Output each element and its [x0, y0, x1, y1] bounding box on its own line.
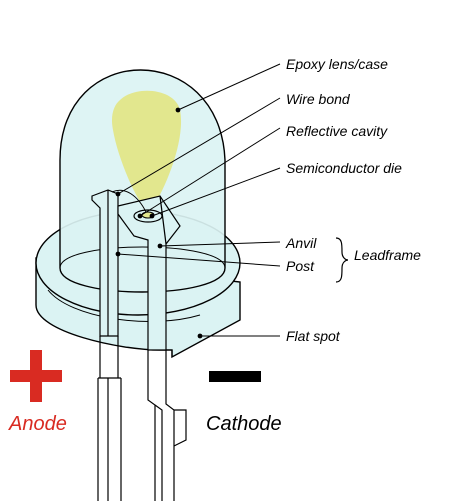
label-flat-spot: Flat spot: [286, 328, 341, 344]
leader-lines: [117, 63, 281, 337]
light-glow: [111, 90, 182, 212]
wire-bond-shape: [111, 189, 147, 213]
leader-semiconductor-die: [151, 167, 281, 217]
leader-reflective-cavity: [139, 127, 281, 217]
dome-base-line: [59, 246, 226, 269]
label-epoxy: Epoxy lens/case: [286, 56, 388, 72]
label-leadframe: Leadframe: [354, 247, 421, 263]
plus-sign-icon: [10, 350, 62, 402]
label-anvil: Anvil: [285, 235, 317, 251]
post-lead: [91, 189, 122, 501]
label-post: Post: [286, 258, 315, 274]
leader-dots: [115, 107, 203, 339]
leader-post: [117, 253, 281, 267]
anvil-lead: [117, 195, 187, 501]
label-cathode: Cathode: [206, 413, 282, 435]
label-anode: Anode: [8, 413, 67, 435]
label-reflective-cavity: Reflective cavity: [286, 123, 388, 139]
leader-anvil: [159, 241, 281, 247]
label-semiconductor-die: Semiconductor die: [286, 160, 402, 176]
minus-sign-icon: [209, 371, 261, 382]
leader-wire-bond: [117, 97, 281, 195]
leader-epoxy: [177, 63, 281, 111]
label-wire-bond: Wire bond: [286, 91, 351, 107]
leadframe-brace: [335, 237, 349, 283]
